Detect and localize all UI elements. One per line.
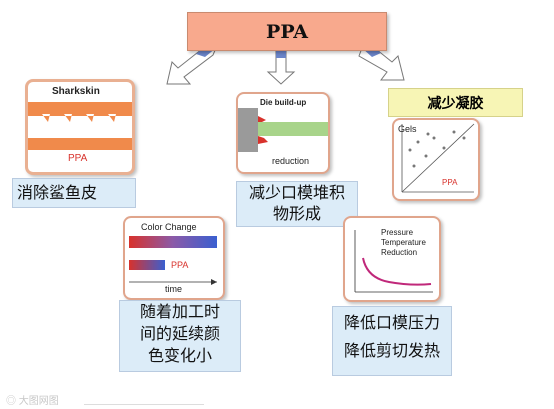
arrow-down-icon xyxy=(266,47,296,85)
pressure-line-3: Reduction xyxy=(381,248,418,257)
sharkskin-thumbnail: Sharkskin PPA xyxy=(25,79,135,175)
color-change-label: 随着加工时 间的延续颜 色变化小 xyxy=(119,300,241,372)
pressure-figure xyxy=(354,230,433,293)
bottom-divider xyxy=(84,404,204,405)
watermark-icon: ◎ xyxy=(6,396,19,407)
gels-thumbnail: Gels PPA xyxy=(392,118,480,201)
sharkskin-figure xyxy=(28,102,132,150)
die-buildup-header: Die build-up xyxy=(260,98,307,107)
title-box: PPA xyxy=(187,12,387,51)
watermark: ◎ 大图网图 xyxy=(6,396,59,407)
color-change-ppa-tag: PPA xyxy=(171,260,189,270)
die-buildup-footer: reduction xyxy=(272,156,310,166)
gels-corner-label: Gels xyxy=(398,124,417,134)
color-change-thumbnail: Color Change PPA time xyxy=(123,216,225,300)
die-buildup-thumbnail: Die build-up reduction xyxy=(236,92,330,174)
pressure-label: 降低口模压力 降低剪切发热 xyxy=(332,306,452,376)
die-buildup-figure xyxy=(238,108,328,152)
title-text: PPA xyxy=(266,20,308,43)
pressure-line-2: Temperature xyxy=(381,238,426,247)
color-change-axis-label: time xyxy=(165,284,183,294)
sharkskin-label: 消除鲨鱼皮 xyxy=(12,178,136,208)
gels-ppa-tag: PPA xyxy=(442,178,458,187)
pressure-thumbnail: Pressure Temperature Reduction xyxy=(343,216,441,302)
pressure-line-1: Pressure xyxy=(381,228,414,237)
gels-label: 减少凝胶 xyxy=(388,88,523,117)
sharkskin-ppa-tag: PPA xyxy=(68,153,88,164)
die-buildup-label: 减少口模堆积 物形成 xyxy=(236,181,358,227)
color-change-header: Color Change xyxy=(141,222,197,232)
color-change-figure xyxy=(129,236,217,285)
sharkskin-header: Sharkskin xyxy=(52,86,100,97)
gels-figure xyxy=(401,123,475,193)
